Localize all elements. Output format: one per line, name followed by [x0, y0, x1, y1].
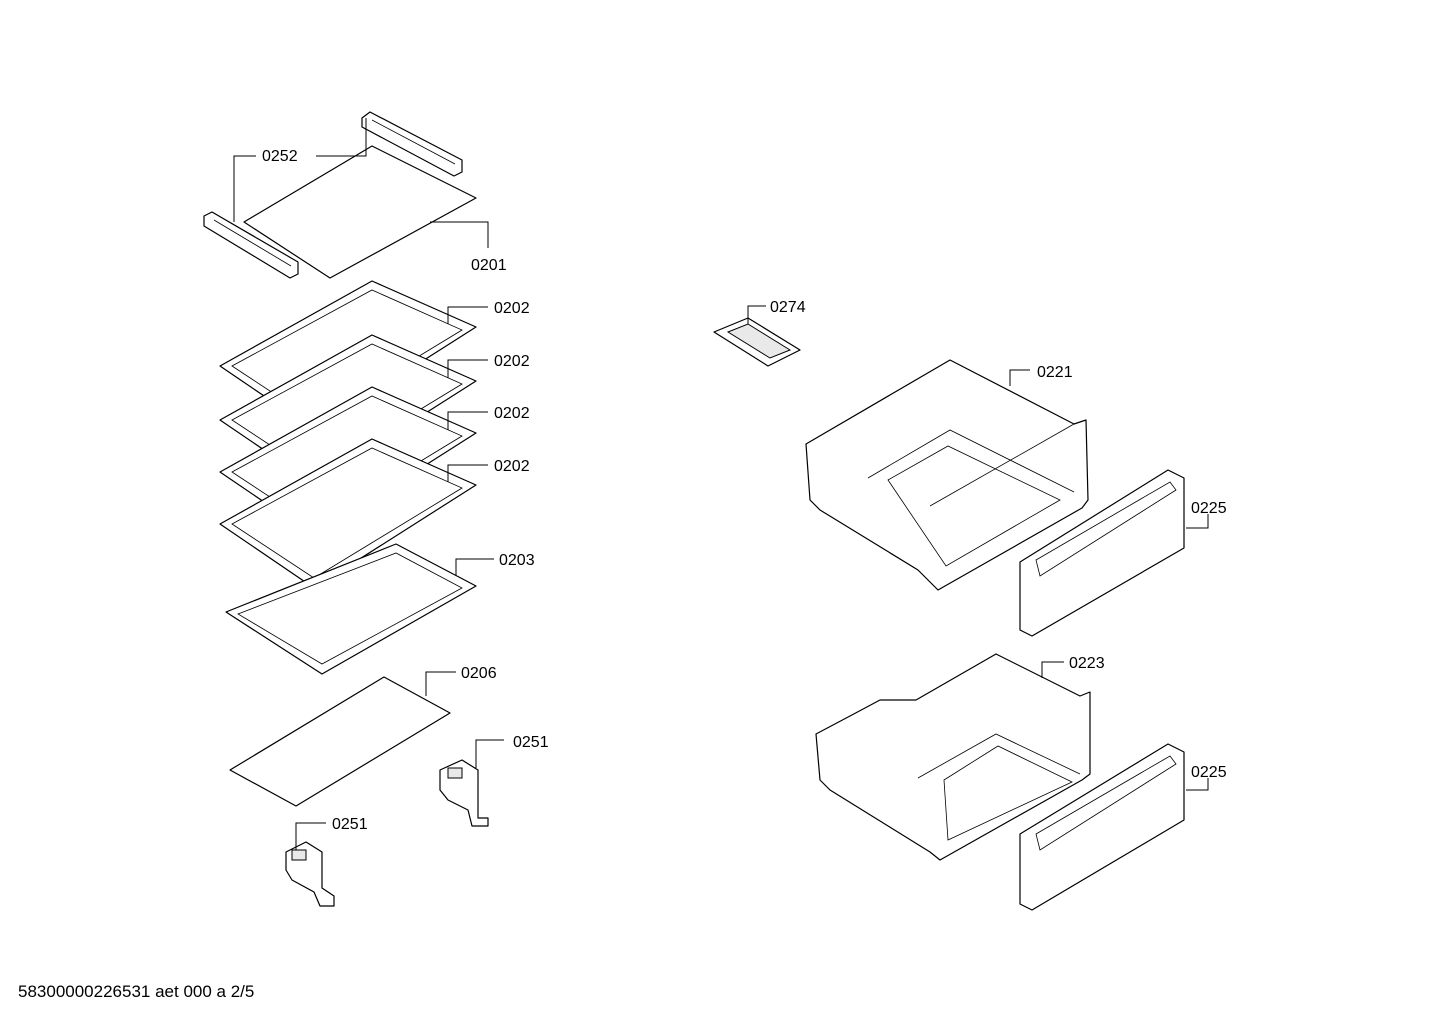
ice-cube-tray: [713, 317, 801, 367]
label-0202-d: 0202: [494, 458, 530, 475]
label-0201: 0201: [471, 257, 507, 274]
label-0206: 0206: [461, 665, 497, 682]
drawing-reference: 58300000226531 aet 000 a 2/5: [18, 982, 255, 1001]
label-0202-c: 0202: [494, 405, 530, 422]
upper-drawer: [805, 359, 1089, 591]
cover-plate: [229, 676, 451, 807]
leader-lines: [233, 118, 1209, 850]
bracket-left: [285, 841, 335, 907]
label-0221: 0221: [1037, 364, 1073, 381]
label-0203: 0203: [499, 552, 535, 569]
bracket-right: [439, 759, 489, 827]
lower-drawer: [815, 653, 1091, 861]
label-0251-b: 0251: [332, 816, 368, 833]
glass-plate: [243, 145, 477, 279]
label-0202-b: 0202: [494, 353, 530, 370]
shelf-rail-front: [203, 211, 299, 279]
label-0252: 0252: [262, 148, 298, 165]
label-0251-a: 0251: [513, 734, 549, 751]
label-0225-b: 0225: [1191, 764, 1227, 781]
lower-drawer-front: [1019, 743, 1185, 911]
glass-shelf-0203: [225, 543, 477, 675]
upper-drawer-front: [1019, 469, 1185, 637]
label-0225-a: 0225: [1191, 500, 1227, 517]
label-0274: 0274: [770, 299, 806, 316]
glass-shelf-4: [219, 438, 477, 589]
label-0223: 0223: [1069, 655, 1105, 672]
shelf-rail-rear: [361, 111, 463, 177]
label-0202-a: 0202: [494, 300, 530, 317]
